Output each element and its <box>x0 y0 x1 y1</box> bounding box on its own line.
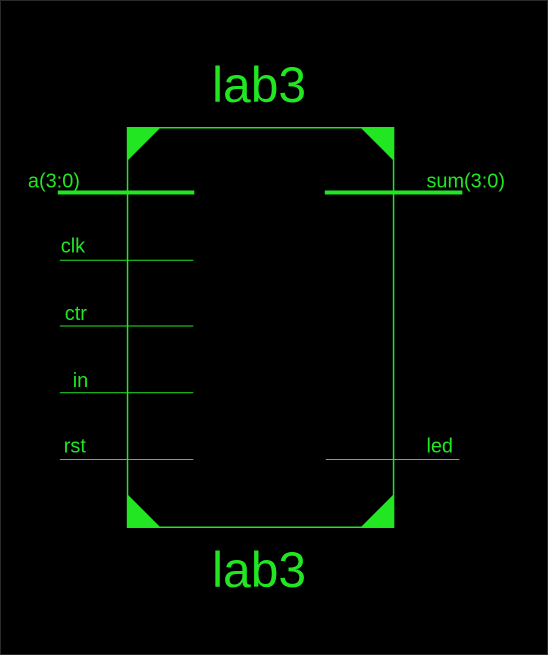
pin-label-a: a(3:0) <box>28 171 80 193</box>
symbol-name-top: lab3 <box>212 57 306 113</box>
pin-label-led: led <box>426 436 453 458</box>
corner-marker-top-right <box>360 127 394 161</box>
pin-label-clk: clk <box>61 235 85 257</box>
corner-marker-bottom-right <box>360 494 394 528</box>
pin-label-sum: sum(3:0) <box>426 171 505 193</box>
pin-label-rst: rst <box>64 436 87 458</box>
pin-label-in: in <box>73 370 89 392</box>
corner-marker-top-left <box>127 127 161 161</box>
symbol-body[interactable] <box>126 126 395 529</box>
corner-marker-bottom-left <box>127 494 161 528</box>
pin-label-ctr: ctr <box>65 303 87 325</box>
symbol-name-bottom: lab3 <box>212 542 306 598</box>
